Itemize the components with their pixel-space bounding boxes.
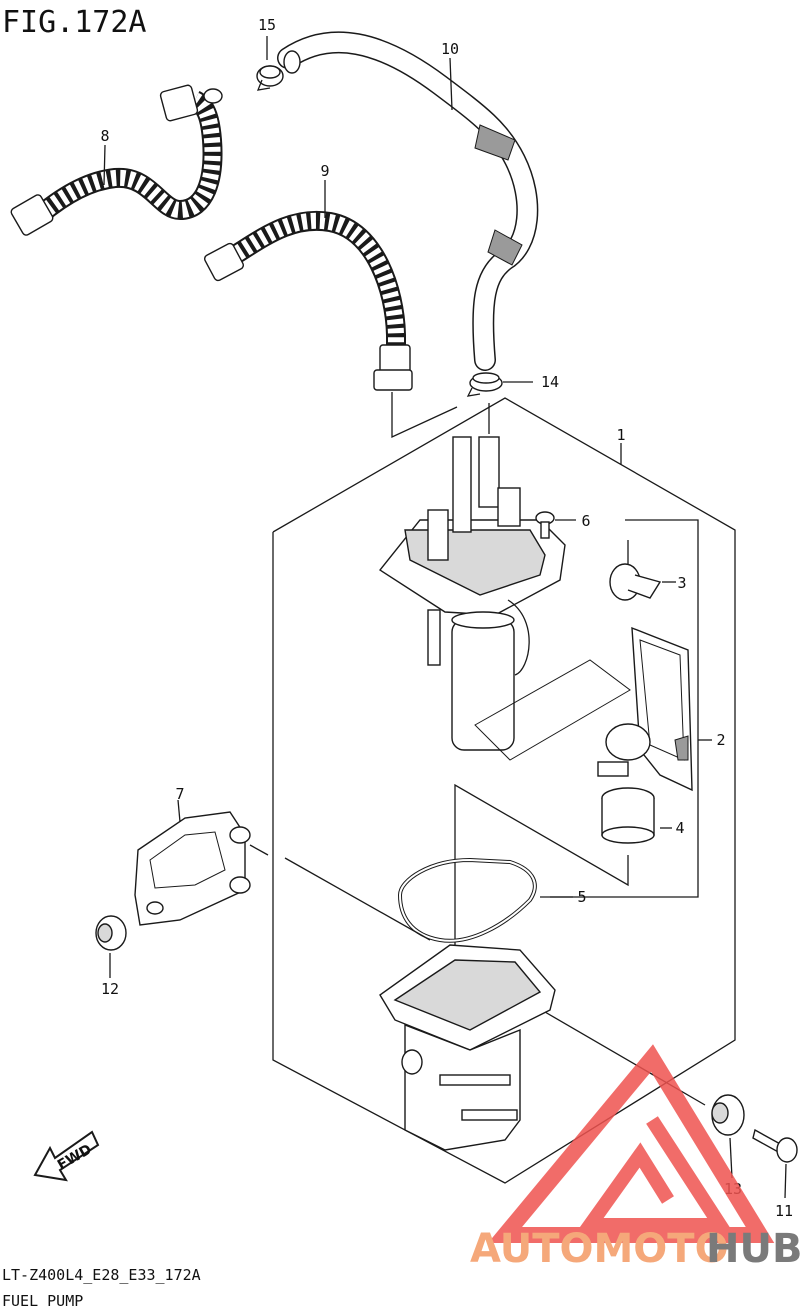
grommet-13 xyxy=(711,1094,745,1136)
wiring-harness-9 xyxy=(204,210,413,391)
watermark-text-automoto: AUTOMOTO xyxy=(470,1226,729,1272)
callout-4: 4 xyxy=(675,819,684,837)
fuel-hose-10 xyxy=(277,31,539,371)
hose-clamp-14 xyxy=(466,372,503,397)
callout-8: 8 xyxy=(100,127,109,145)
callout-12: 12 xyxy=(101,980,119,998)
grommet-12 xyxy=(95,915,127,951)
filter-element-2 xyxy=(597,626,693,792)
wiring-harness-8 xyxy=(10,84,223,236)
pump-housing xyxy=(379,944,556,1151)
bolt-11 xyxy=(752,1128,798,1163)
retainer-3 xyxy=(609,563,662,601)
guide-line-harness xyxy=(391,392,458,439)
screw-6 xyxy=(535,511,555,539)
o-ring-5 xyxy=(397,857,537,943)
assembly-outline xyxy=(272,397,736,1184)
callout-7: 7 xyxy=(175,785,184,803)
leader-lines xyxy=(103,36,787,1199)
callout-1: 1 xyxy=(616,426,625,444)
callout-15: 15 xyxy=(258,16,276,34)
callout-14: 14 xyxy=(541,373,559,391)
callout-3: 3 xyxy=(677,574,686,592)
callout-2: 2 xyxy=(716,731,725,749)
callout-10: 10 xyxy=(441,40,459,58)
fwd-direction-arrow: FWD xyxy=(33,1130,100,1182)
watermark-logo xyxy=(487,1044,775,1243)
subassembly-bracket xyxy=(550,519,699,898)
guide-line-7 xyxy=(249,844,269,856)
hose-clamp-15 xyxy=(256,65,284,91)
watermark-text-hub: HUB xyxy=(706,1226,800,1272)
footer-diagram-name: FUEL PUMP xyxy=(2,1292,83,1310)
callout-5: 5 xyxy=(577,888,586,906)
figure-title: FIG.172A xyxy=(2,5,147,40)
bracket-7 xyxy=(134,811,251,926)
callout-9: 9 xyxy=(320,162,329,180)
guide-line-housing xyxy=(284,857,431,941)
footer-diagram-code: LT-Z400L4_E28_E33_172A xyxy=(2,1266,201,1284)
retainer-4 xyxy=(601,787,655,844)
callout-11: 11 xyxy=(775,1202,793,1220)
pump-assembly-1 xyxy=(378,436,631,761)
guide-line-4 xyxy=(454,783,629,1025)
callout-6: 6 xyxy=(581,512,590,530)
